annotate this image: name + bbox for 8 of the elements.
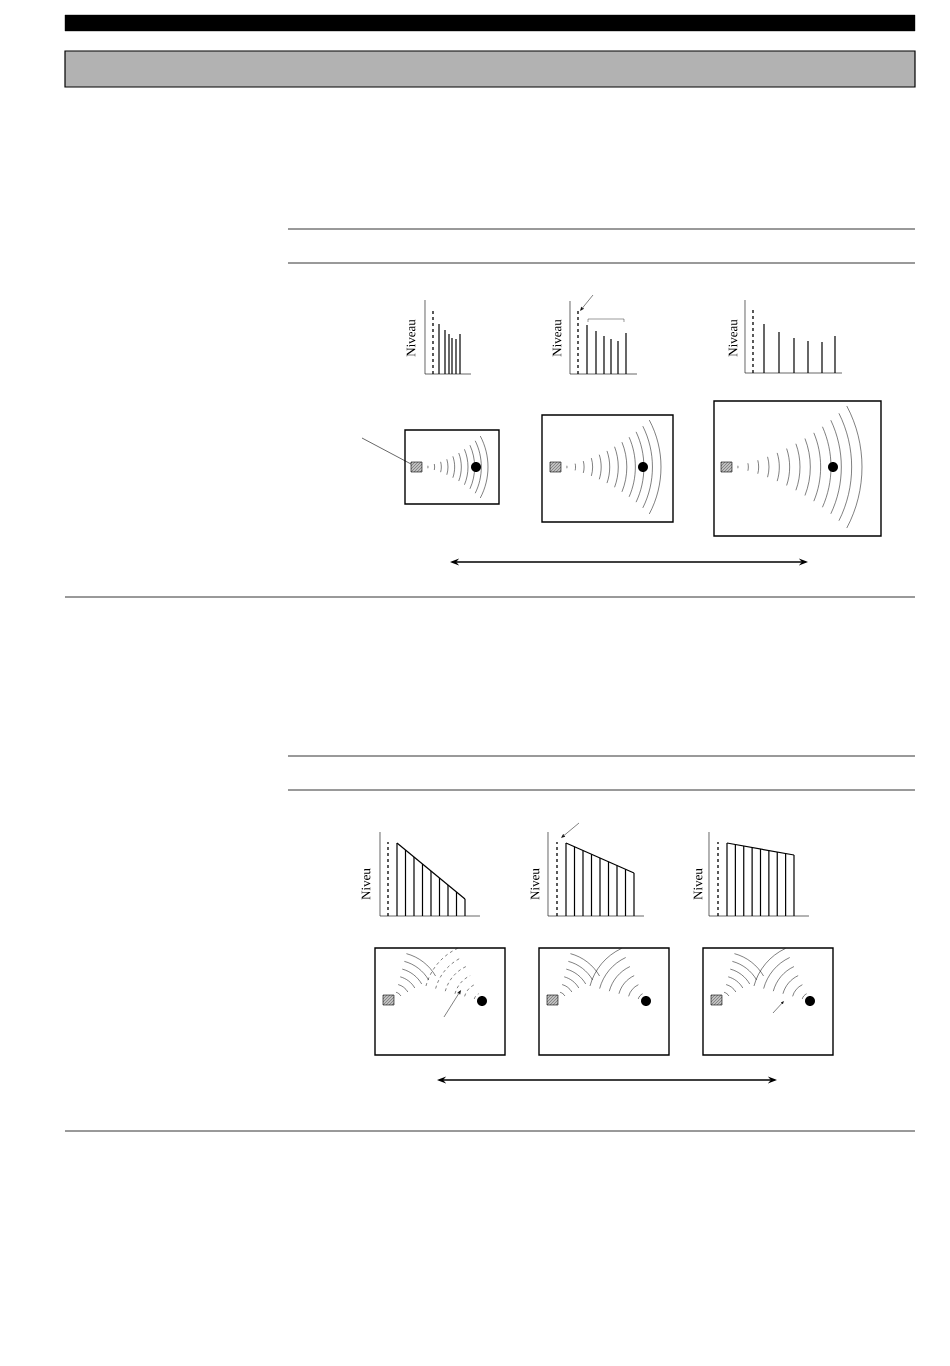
title-bar	[64, 14, 916, 32]
axis-label: Niveau	[728, 319, 738, 357]
axis-label: Niveu	[693, 868, 703, 900]
axis-label: Niveu	[530, 868, 540, 900]
table-header-bar	[64, 50, 916, 88]
axis-label: Niveu	[361, 868, 371, 900]
axis-label: Niveau	[552, 319, 562, 357]
axis-label: Niveau	[406, 319, 416, 357]
